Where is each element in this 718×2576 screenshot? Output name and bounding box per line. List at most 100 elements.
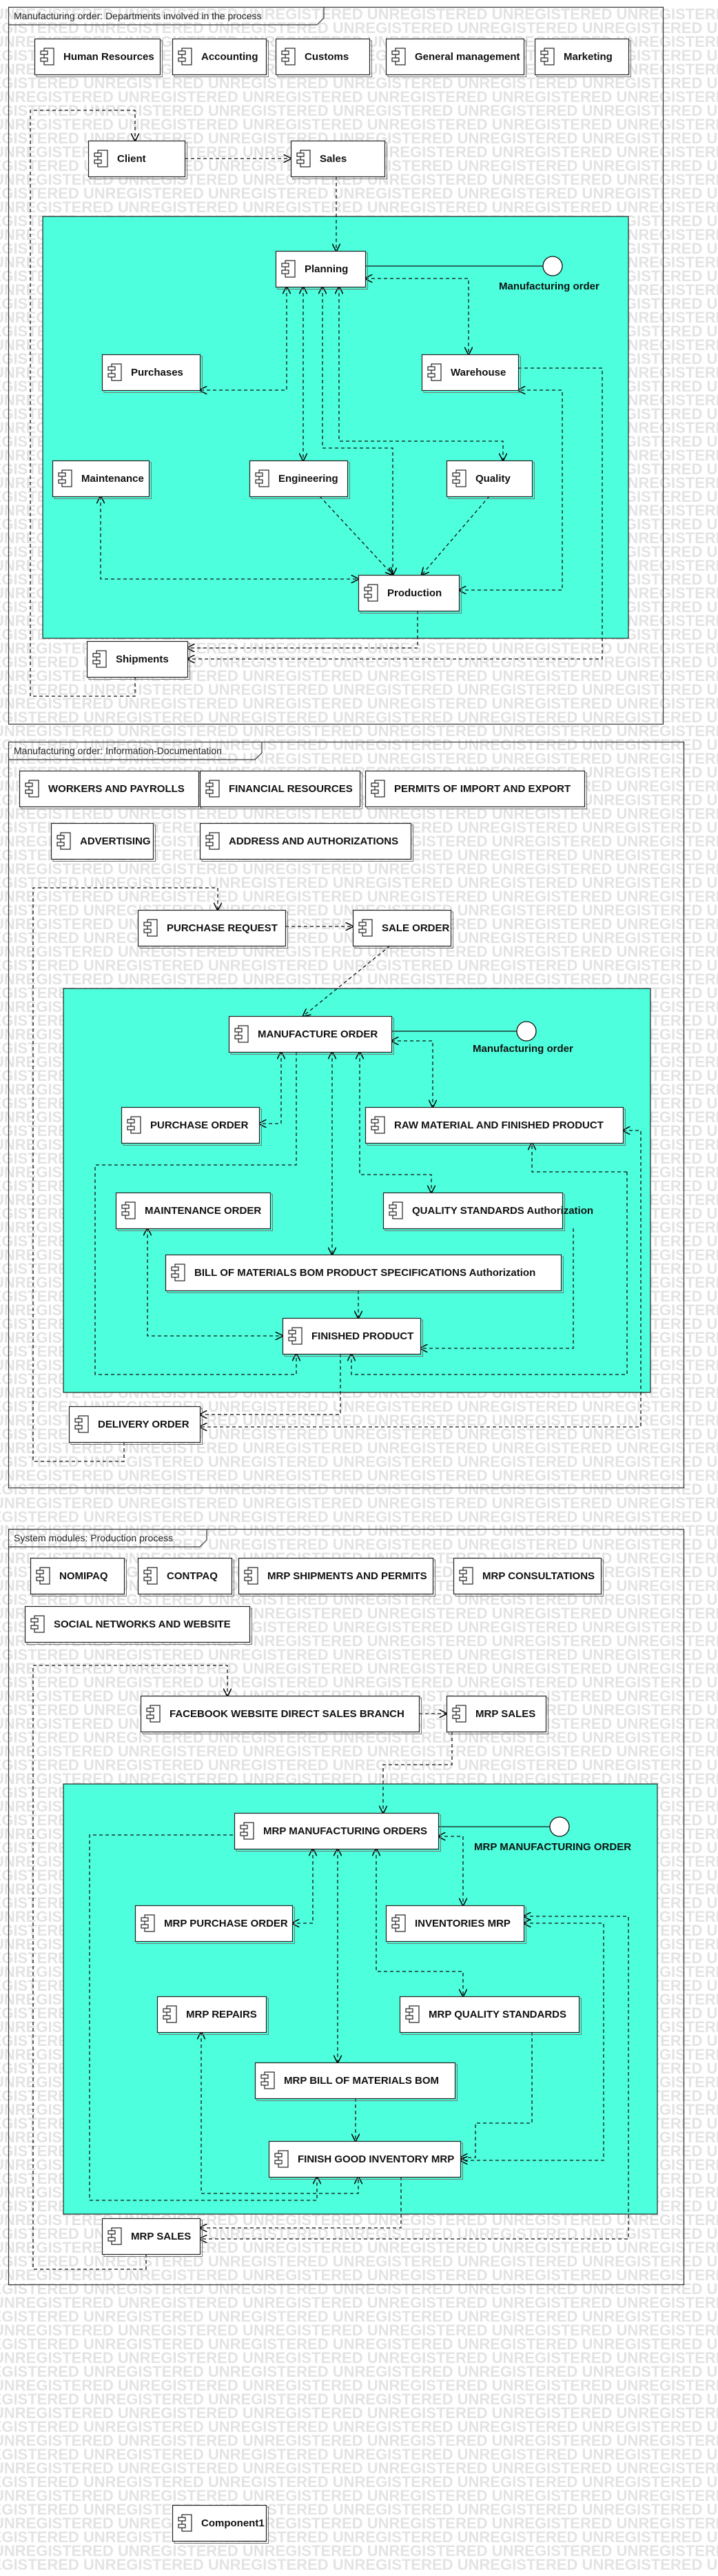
component-label: DELIVERY ORDER	[98, 1419, 189, 1430]
component-acc[interactable]: Accounting	[172, 38, 269, 77]
component-fr[interactable]: FINANCIAL RESOURCES	[199, 770, 362, 809]
component-icon	[255, 469, 269, 487]
provided-interface[interactable]: Manufacturing order	[391, 1021, 573, 1055]
component-wp[interactable]: WORKERS AND PAYROLLS	[19, 770, 201, 809]
diagram-frame: Manufacturing order: Departments involve…	[8, 6, 664, 725]
component-label: MRP REPAIRS	[186, 2009, 257, 2020]
component-pie[interactable]: PERMITS OF IMPORT AND EXPORT	[365, 770, 587, 809]
component-icon	[405, 2005, 420, 2023]
component-standalone[interactable]: Component1	[172, 2504, 269, 2544]
component-icon	[371, 780, 385, 798]
component-icon	[288, 1327, 302, 1345]
component-prod[interactable]: Production	[358, 574, 462, 613]
component-mno[interactable]: MAINTENANCE ORDER	[115, 1192, 273, 1231]
component-label: Accounting	[201, 51, 258, 63]
component-label: SOCIAL NETWORKS AND WEBSITE	[54, 1619, 231, 1630]
component-nom[interactable]: NOMIPAQ	[30, 1557, 127, 1596]
component-label: FINANCIAL RESOURCES	[229, 783, 353, 795]
component-con[interactable]: CONTPAQ	[137, 1557, 234, 1596]
component-icon	[171, 1264, 185, 1281]
component-icon	[57, 832, 71, 850]
component-label: BILL OF MATERIALS BOM PRODUCT SPECIFICAT…	[194, 1267, 535, 1279]
component-label: Purchases	[131, 367, 183, 378]
component-icon	[240, 1822, 254, 1840]
component-icon	[281, 48, 296, 65]
component-label: Customs	[305, 51, 349, 63]
component-fgi[interactable]: FINISH GOOD INVENTORY MRP	[268, 2140, 463, 2180]
component-ms1[interactable]: MRP SALES	[446, 1695, 548, 1734]
component-icon	[58, 469, 72, 487]
component-label: General management	[415, 51, 520, 63]
component-inv[interactable]: INVENTORIES MRP	[385, 1905, 526, 1944]
component-wh[interactable]: Warehouse	[421, 354, 521, 393]
component-label: QUALITY STANDARDS Authorization	[412, 1205, 593, 1217]
component-pr[interactable]: PURCHASE REQUEST	[137, 909, 288, 949]
component-icon	[36, 1567, 50, 1585]
component-plan[interactable]: Planning	[275, 250, 368, 290]
component-icon	[281, 260, 296, 278]
component-label: Component1	[201, 2517, 265, 2529]
component-icon	[452, 469, 466, 487]
component-mpo[interactable]: MRP PURCHASE ORDER	[134, 1905, 295, 1944]
component-label: ADVERTISING	[80, 835, 151, 847]
dependency-edge	[460, 1923, 604, 2160]
component-bom[interactable]: BILL OF MATERIALS BOM PRODUCT SPECIFICAT…	[165, 1254, 564, 1293]
component-label: PERMITS OF IMPORT AND EXPORT	[394, 783, 571, 795]
component-mqs[interactable]: MRP QUALITY STANDARDS	[399, 1996, 582, 2035]
component-label: MRP PURCHASE ORDER	[164, 1918, 288, 1929]
component-adv[interactable]: ADVERTISING	[50, 822, 156, 862]
component-cus[interactable]: Customs	[275, 38, 372, 77]
component-mrp[interactable]: MRP REPAIRS	[156, 1996, 269, 2035]
component-gm[interactable]: General management	[385, 38, 526, 77]
component-label: MANUFACTURE ORDER	[258, 1028, 378, 1040]
component-icon	[92, 650, 107, 668]
component-snw[interactable]: SOCIAL NETWORKS AND WEBSITE	[24, 1605, 252, 1645]
component-ms2[interactable]: MRP SALES	[101, 2218, 203, 2257]
component-mo[interactable]: MANUFACTURE ORDER	[228, 1015, 394, 1055]
component-icon	[121, 1201, 136, 1219]
component-label: INVENTORIES MRP	[415, 1918, 511, 1929]
component-icon	[143, 1567, 158, 1585]
component-icon	[30, 1615, 45, 1633]
component-mcs[interactable]: MRP CONSULTATIONS	[453, 1557, 604, 1596]
component-icon	[391, 1914, 406, 1932]
component-qs[interactable]: QUALITY STANDARDS Authorization	[382, 1192, 594, 1231]
component-so[interactable]: SALE ORDER	[352, 909, 453, 949]
provided-interface[interactable]: MRP MANUFACTURING ORDER	[438, 1816, 631, 1853]
component-fp[interactable]: FINISHED PRODUCT	[282, 1317, 423, 1357]
component-icon	[274, 2150, 289, 2168]
component-client[interactable]: Client	[88, 140, 187, 179]
dependency-edge	[259, 1052, 281, 1124]
component-sales[interactable]: Sales	[290, 140, 387, 179]
component-icon	[205, 780, 220, 798]
component-hr[interactable]: Human Resources	[34, 38, 163, 77]
component-do[interactable]: DELIVERY ORDER	[68, 1406, 203, 1445]
component-mbom[interactable]: MRP BILL OF MATERIALS BOM	[254, 2062, 458, 2101]
interface-circle-icon	[516, 1021, 537, 1042]
dependency-edge	[391, 1041, 433, 1107]
component-icon	[427, 363, 442, 381]
component-eng[interactable]: Engineering	[249, 460, 350, 499]
component-fb[interactable]: FACEBOOK WEBSITE DIRECT SALES BRANCH	[140, 1695, 422, 1734]
component-rm[interactable]: RAW MATERIAL AND FINISHED PRODUCT	[365, 1106, 626, 1146]
dependency-edge	[339, 287, 503, 460]
component-label: Warehouse	[451, 367, 506, 378]
provided-interface[interactable]: Manufacturing order	[365, 256, 599, 292]
component-aa[interactable]: ADDRESS AND AUTHORIZATIONS	[199, 822, 413, 862]
component-qlt[interactable]: Quality	[446, 460, 535, 499]
component-po[interactable]: PURCHASE ORDER	[121, 1106, 262, 1146]
diagram-frame: System modules: Production process	[8, 1528, 685, 2286]
dependency-edge	[101, 496, 358, 579]
dependency-edge	[147, 1228, 283, 1336]
component-mkt[interactable]: Marketing	[534, 38, 631, 77]
component-pur[interactable]: Purchases	[101, 354, 203, 393]
component-icon	[25, 780, 39, 798]
component-label: FACEBOOK WEBSITE DIRECT SALES BRANCH	[170, 1708, 404, 1720]
component-label: MRP BILL OF MATERIALS BOM	[284, 2075, 439, 2087]
component-icon	[296, 150, 311, 168]
component-icon	[163, 2005, 177, 2023]
component-msp[interactable]: MRP SHIPMENTS AND PERMITS	[238, 1557, 435, 1596]
component-ship[interactable]: Shipments	[86, 640, 190, 680]
component-mmo[interactable]: MRP MANUFACTURING ORDERS	[234, 1812, 441, 1852]
component-mnt[interactable]: Maintenance	[52, 460, 152, 499]
